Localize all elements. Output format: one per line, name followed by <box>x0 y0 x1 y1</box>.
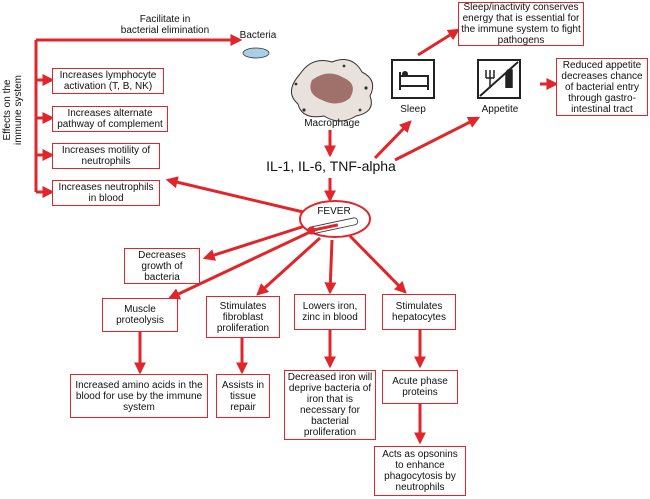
box-opsonins: Acts as opsonins to enhance phagocytosis… <box>374 446 466 496</box>
bed-icon <box>391 59 435 99</box>
arrow-fever-neutrophils <box>165 176 304 214</box>
box-text: Reduced appetite decreases chance of bac… <box>561 59 643 115</box>
arrow-cytokine-sleep <box>373 120 412 160</box>
box-tissue: Assists in tissue repair <box>216 374 270 418</box>
arrow-sleep-note <box>417 28 461 57</box>
arrow-fever-hepatocytes <box>348 234 407 294</box>
box-lymphocyte: Increases lymphocyte activation (T, B, N… <box>52 68 164 94</box>
box-acute: Acute phase proteins <box>382 370 458 404</box>
box-muscle: Muscle proteolysis <box>102 298 178 332</box>
macrophage-nucleus <box>310 73 353 104</box>
box-sleep-note: Sleep/inactivity conserves energy that i… <box>458 2 584 46</box>
thermometer-icon <box>307 217 358 235</box>
effects-label: Effects on the immune system <box>2 75 24 146</box>
sleep-label: Sleep <box>400 104 426 115</box>
arrow-cytokine-appetite <box>394 116 481 162</box>
box-text: Decreases growth of bacteria <box>138 249 186 283</box>
box-text: Stimulates hepatocytes <box>392 301 446 323</box>
box-text: Stimulates fibroblast proliferation <box>216 300 270 334</box>
cytokine-label: IL-1, IL-6, TNF-alpha <box>266 158 396 174</box>
box-amino: Increased amino acids in the blood for u… <box>70 374 208 418</box>
box-text: Lowers iron, zinc in blood <box>302 301 358 323</box>
fever-label: FEVER <box>317 206 351 217</box>
box-text: Increases neutrophils in blood <box>58 182 154 204</box>
box-decreases-growth: Decreases growth of bacteria <box>124 248 200 284</box>
box-text: Increases lymphocyte activation (T, B, N… <box>59 70 157 92</box>
box-complement: Increases alternate pathway of complemen… <box>52 106 168 132</box>
arrow-fever-growth <box>202 224 306 261</box>
appetite-label: Appetite <box>481 104 519 115</box>
box-text: Increases alternate pathway of complemen… <box>57 108 163 130</box>
box-text: Increases motility of neutrophils <box>61 145 151 167</box>
box-text: Acute phase proteins <box>392 376 448 398</box>
box-text: Sleep/inactivity conserves energy that i… <box>461 2 581 46</box>
macrophage-label: Macrophage <box>304 118 360 129</box>
box-appetite-note: Reduced appetite decreases chance of bac… <box>556 58 648 116</box>
box-text: Decreased iron will deprive bacteria of … <box>287 372 373 438</box>
arrow-fever-iron <box>324 239 337 295</box>
box-text: Assists in tissue repair <box>221 379 265 413</box>
box-text: Acts as opsonins to enhance phagocytosis… <box>382 449 458 493</box>
box-motility: Increases motility of neutrophils <box>52 143 160 169</box>
bacteria-shape <box>242 47 270 59</box>
arrow-fever-muscle <box>167 230 311 300</box>
box-hepatocytes: Stimulates hepatocytes <box>382 294 456 330</box>
box-text: Increased amino acids in the blood for u… <box>75 379 203 413</box>
box-fibroblast: Stimulates fibroblast proliferation <box>206 296 280 338</box>
box-deprive: Decreased iron will deprive bacteria of … <box>284 370 376 440</box>
box-iron: Lowers iron, zinc in blood <box>294 294 366 330</box>
bacteria-label: Bacteria <box>239 30 277 41</box>
box-text: Muscle proteolysis <box>116 304 164 326</box>
arrow-fever-fibroblast <box>256 236 322 296</box>
box-neutrophils-blood: Increases neutrophils in blood <box>52 180 160 206</box>
no-food-icon <box>477 59 521 99</box>
facilitate-label: Facilitate in bacterial elimination <box>120 14 210 36</box>
